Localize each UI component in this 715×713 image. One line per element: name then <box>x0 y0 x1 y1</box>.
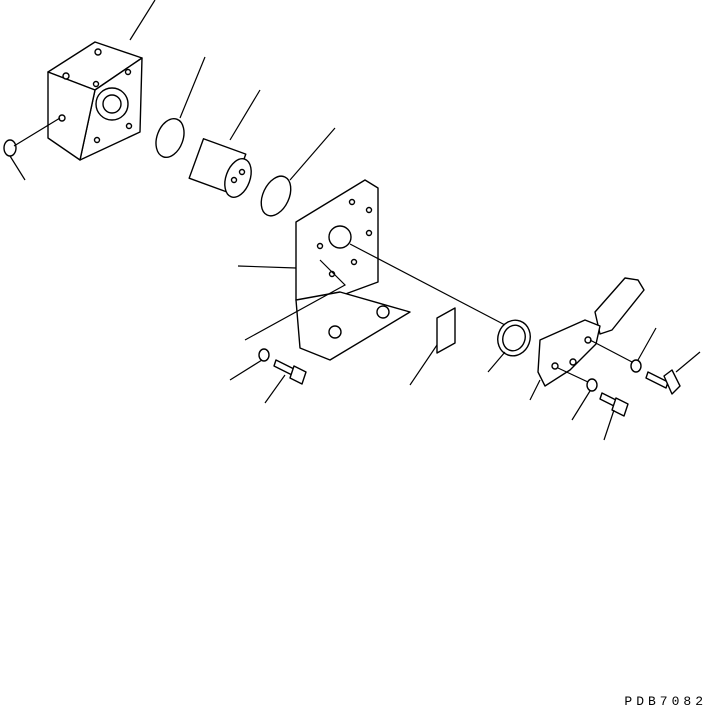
washer-and-bolt <box>229 348 307 404</box>
drawing-code: PDB7082 <box>624 694 707 709</box>
o-ring <box>260 127 336 217</box>
bracket <box>237 179 506 361</box>
plug <box>3 117 61 181</box>
lever <box>529 277 645 401</box>
spool <box>188 89 261 198</box>
valve-block <box>47 0 156 161</box>
o-ring <box>155 56 206 159</box>
hardware <box>571 327 701 441</box>
label-plate <box>409 307 456 386</box>
o-ring <box>487 319 531 373</box>
